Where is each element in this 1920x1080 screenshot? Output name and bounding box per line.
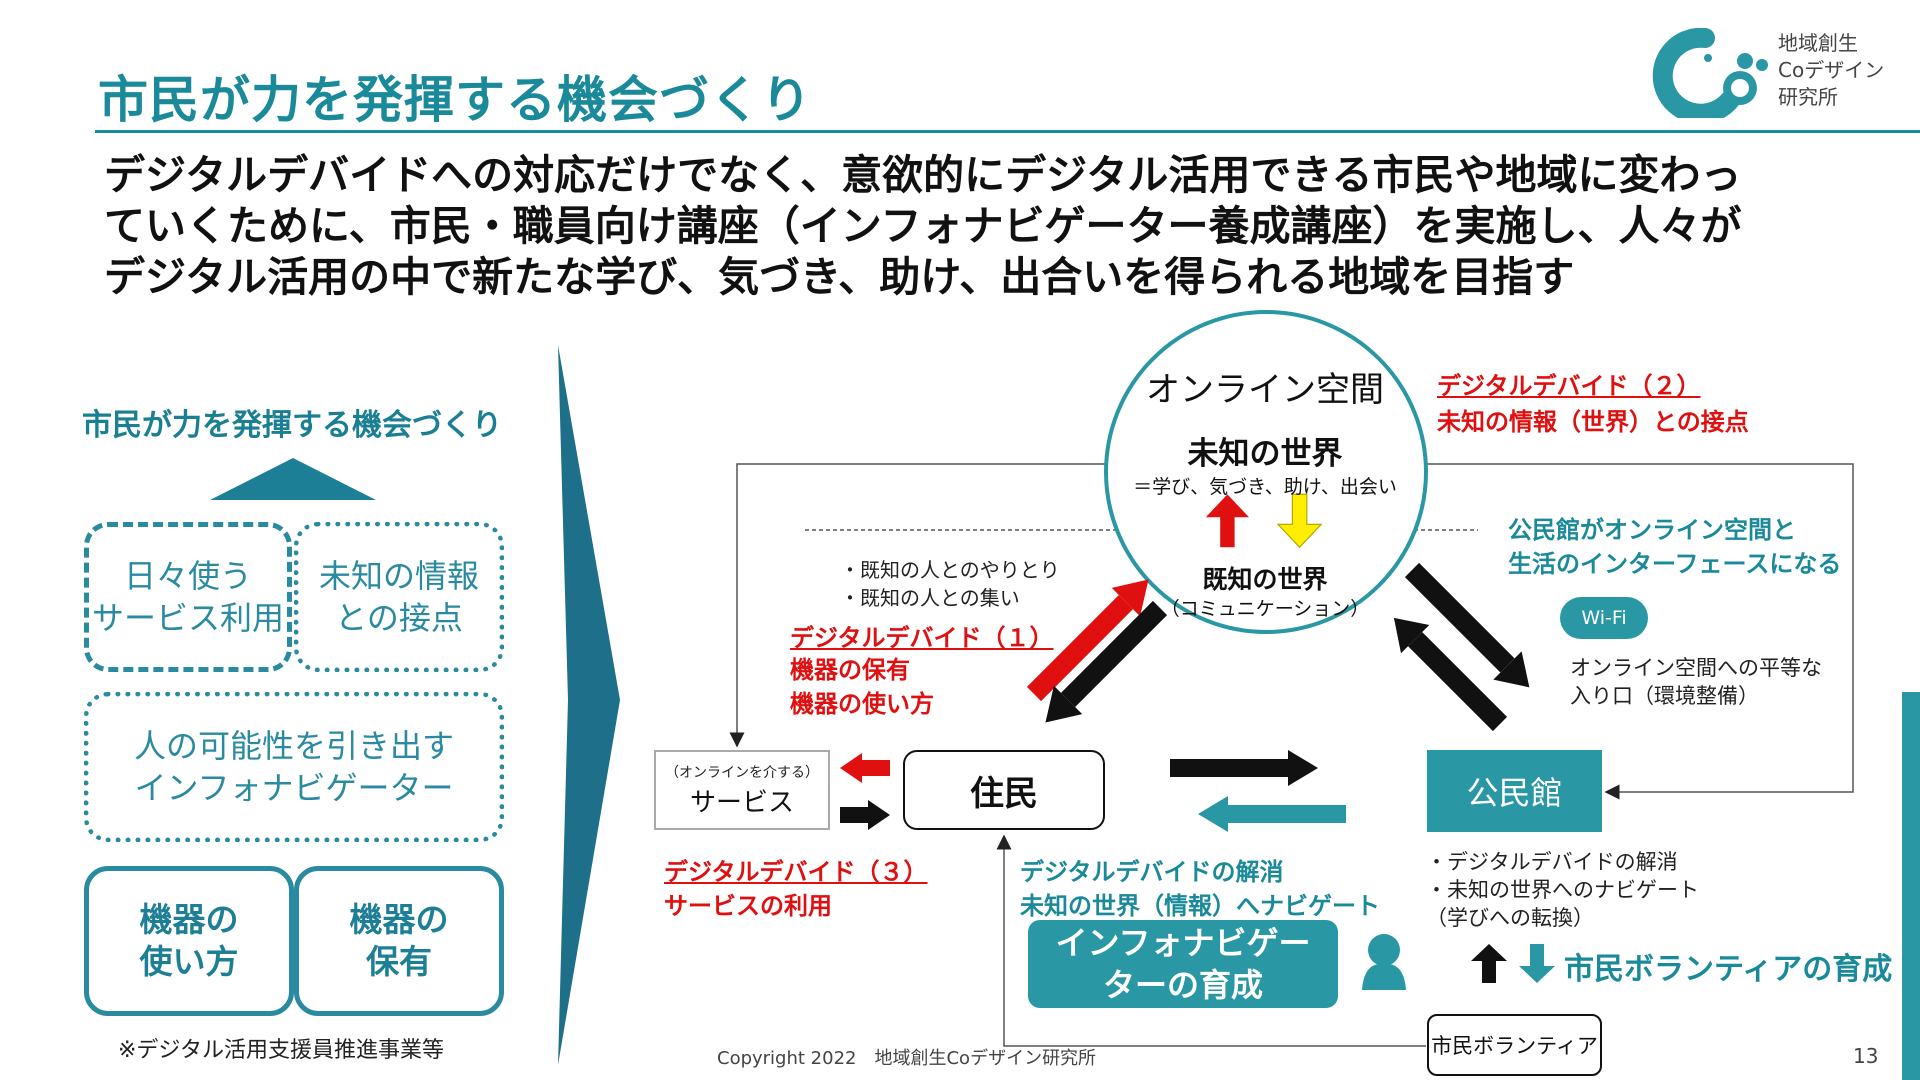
divide1-line: 機器の使い方 <box>790 690 934 718</box>
navi-line: ターの育成 <box>1102 966 1263 1004</box>
divide3-desc: サービスの利用 <box>664 892 832 920</box>
box-line: サービス利用 <box>91 599 284 637</box>
service-small: （オンラインを介する） <box>665 764 819 781</box>
up-triangle-icon <box>210 458 376 500</box>
daily-service-box: 日々使う サービス利用 <box>84 522 292 672</box>
lead-line: デジタル活用の中で新たな学び、気づき、助け、出合いを得られる地域を目指す <box>104 253 1575 301</box>
slide-title: 市民が力を発揮する機会づくり <box>98 71 812 129</box>
divide1-title: デジタルデバイド（１） <box>790 624 1054 652</box>
divide2-desc: 未知の情報（世界）との接点 <box>1437 408 1749 436</box>
logo-line: 地域創生 <box>1778 31 1858 55</box>
kominkan-node: 公民館 <box>1427 750 1602 832</box>
volunteer-node: 市民ボランティア <box>1427 1014 1602 1076</box>
box-line: インフォナビゲーター <box>134 769 454 807</box>
entry-line: オンライン空間への平等な <box>1570 656 1822 680</box>
online-space-label: オンライン空間 <box>1146 370 1384 410</box>
service-label: サービス <box>689 787 794 818</box>
logo-icon <box>1652 28 1768 118</box>
box-line: 日々使う <box>123 557 252 595</box>
copyright: Copyright 2022 地域創生Coデザイン研究所 <box>717 1048 1097 1069</box>
bullet-line: （学びへの転換） <box>1426 906 1594 930</box>
box-line: 使い方 <box>139 942 239 981</box>
box-line: 未知の情報 <box>318 557 479 595</box>
kominkan-bullets: ・デジタルデバイドの解消 ・未知の世界へのナビゲート （学びへの転換） <box>1426 848 1699 932</box>
navigator-training-box: インフォナビゲー ターの育成 <box>1028 920 1338 1008</box>
lead-text: デジタルデバイドへの対応だけでなく、意欲的にデジタル活用できる市民や地域に変わっ… <box>104 150 1804 303</box>
unknown-world-sub: ＝学び、気づき、助け、出会い <box>1133 476 1397 498</box>
navi-line: インフォナビゲー <box>1055 924 1311 962</box>
box-line: 保有 <box>366 942 432 981</box>
title-rule <box>95 130 1920 133</box>
divide3-title: デジタルデバイド（３） <box>664 858 928 886</box>
box-line: 人の可能性を引き出す <box>133 727 454 765</box>
bullet-line: ・未知の世界へのナビゲート <box>1426 878 1699 902</box>
info-navigator-box: 人の可能性を引き出す インフォナビゲーター <box>84 692 504 842</box>
lead-line: ていくために、市民・職員向け講座（インフォナビゲーター養成講座）を実施し、人々が <box>104 202 1742 250</box>
resolve-line: デジタルデバイドの解消 <box>1020 858 1284 886</box>
footnote: ※デジタル活用支援員推進事業等 <box>118 1038 444 1063</box>
divide2-title: デジタルデバイド（２） <box>1437 372 1701 400</box>
side-accent-bar <box>1902 692 1920 1080</box>
unknown-contact-box: 未知の情報 との接点 <box>294 522 504 672</box>
kominkan-interface-line: 生活のインターフェースになる <box>1508 550 1842 578</box>
known-world-sub: （コミュニケーション） <box>1160 598 1370 620</box>
chevron-right-icon <box>558 345 620 1065</box>
page-number: 13 <box>1853 1044 1879 1068</box>
bullet-line: ・デジタルデバイドの解消 <box>1426 850 1678 874</box>
logo-line: Coデザイン <box>1778 58 1885 82</box>
box-line: との接点 <box>335 599 463 637</box>
equal-entry-text: オンライン空間への平等な 入り口（環境整備） <box>1570 654 1822 710</box>
kominkan-interface-line: 公民館がオンライン空間と <box>1508 516 1796 544</box>
left-panel-title: 市民が力を発揮する機会づくり <box>82 408 502 443</box>
logo-text: 地域創生 Coデザイン 研究所 <box>1778 30 1884 111</box>
known-world-label: 既知の世界 <box>1202 565 1328 594</box>
divide1-line: 機器の保有 <box>790 656 910 684</box>
known-bullets: ・既知の人とのやりとり ・既知の人との集い <box>840 556 1060 612</box>
resident-node: 住民 <box>903 750 1105 830</box>
volunteer-training-label: 市民ボランティアの育成 <box>1564 952 1893 987</box>
bullet-line: ・既知の人とのやりとり <box>840 558 1060 582</box>
box-line: 機器の <box>139 900 239 939</box>
box-line: 機器の <box>349 900 449 939</box>
resolve-line: 未知の世界（情報）へナビゲート <box>1020 892 1380 920</box>
service-node: （オンラインを介する） サービス <box>654 750 830 830</box>
entry-line: 入り口（環境整備） <box>1570 684 1759 708</box>
lead-line: デジタルデバイドへの対応だけでなく、意欲的にデジタル活用できる市民や地域に変わっ <box>104 151 1742 199</box>
wifi-badge: Wi-Fi <box>1560 597 1648 639</box>
logo-line: 研究所 <box>1778 85 1838 109</box>
unknown-world-label: 未知の世界 <box>1187 436 1343 472</box>
device-usage-box: 機器の 使い方 <box>84 866 294 1016</box>
bullet-line: ・既知の人との集い <box>840 586 1020 610</box>
device-ownership-box: 機器の 保有 <box>294 866 504 1016</box>
